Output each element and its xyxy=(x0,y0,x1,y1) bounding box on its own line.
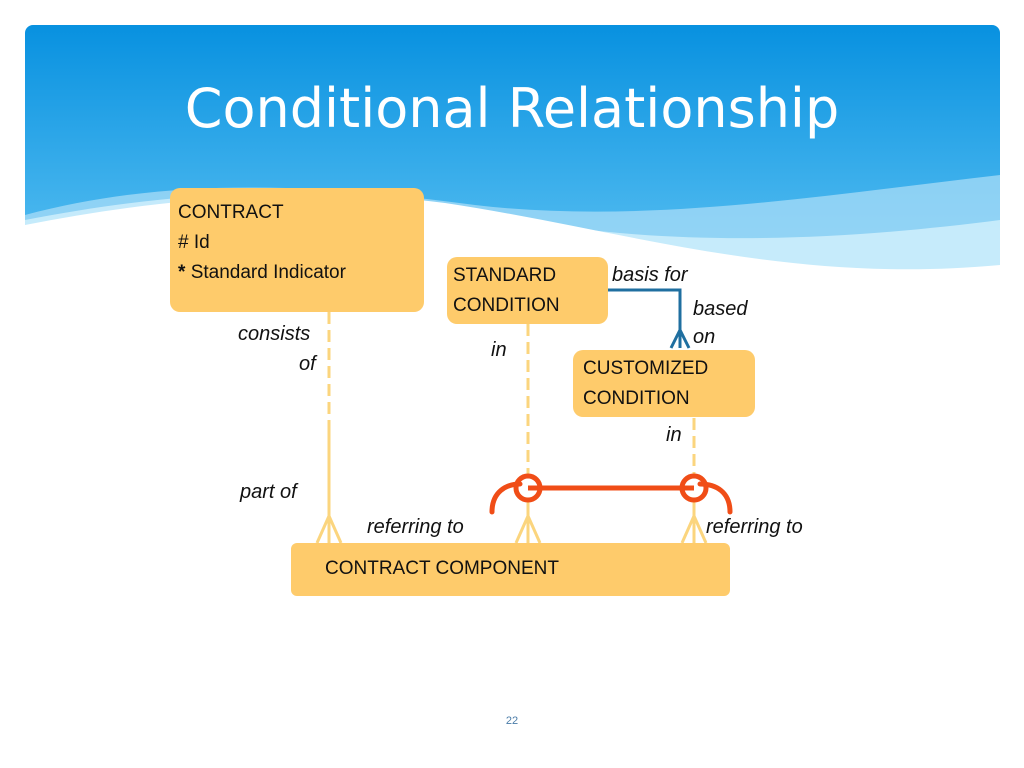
entity-standard-condition: STANDARD CONDITION xyxy=(447,257,608,324)
page-number: 22 xyxy=(505,715,519,727)
entity-contract-attribute: * Standard Indicator xyxy=(178,258,416,288)
label-based: based xyxy=(693,298,748,320)
label-on: on xyxy=(693,326,716,348)
label-part-of: part of xyxy=(240,481,297,503)
entity-customized-condition-line2: CONDITION xyxy=(583,388,690,409)
entity-contract: CONTRACT # Id * Standard Indicator xyxy=(170,188,424,312)
label-of: of xyxy=(299,353,316,375)
label-referring-to-left: referring to xyxy=(367,516,464,538)
label-in-standard: in xyxy=(491,339,507,361)
label-consists: consists xyxy=(238,323,311,345)
entity-standard-condition-line1: STANDARD xyxy=(453,265,557,286)
entity-contract-component-name: CONTRACT COMPONENT xyxy=(325,558,559,579)
entity-contract-name: CONTRACT xyxy=(178,202,284,223)
exclusive-arc xyxy=(489,473,733,515)
label-referring-to-right: referring to xyxy=(706,516,803,538)
mandatory-marker: * xyxy=(178,262,186,283)
entity-standard-condition-line2: CONDITION xyxy=(453,295,560,316)
label-basis-for: basis for xyxy=(612,264,688,286)
entity-customized-condition-line1: CUSTOMIZED xyxy=(583,358,709,379)
slide-title: Conditional Relationship xyxy=(184,77,840,140)
entity-contract-component: CONTRACT COMPONENT xyxy=(291,543,730,596)
entity-customized-condition: CUSTOMIZED CONDITION xyxy=(573,350,755,417)
entity-contract-id: # Id xyxy=(178,232,210,253)
label-in-customized: in xyxy=(666,424,682,446)
entity-contract-attribute-name: Standard Indicator xyxy=(190,262,346,283)
relationship-basis-for xyxy=(607,288,691,349)
relationship-standard-in xyxy=(514,324,542,544)
relationship-consists-of xyxy=(315,312,343,544)
relationship-customized-in xyxy=(680,418,708,544)
